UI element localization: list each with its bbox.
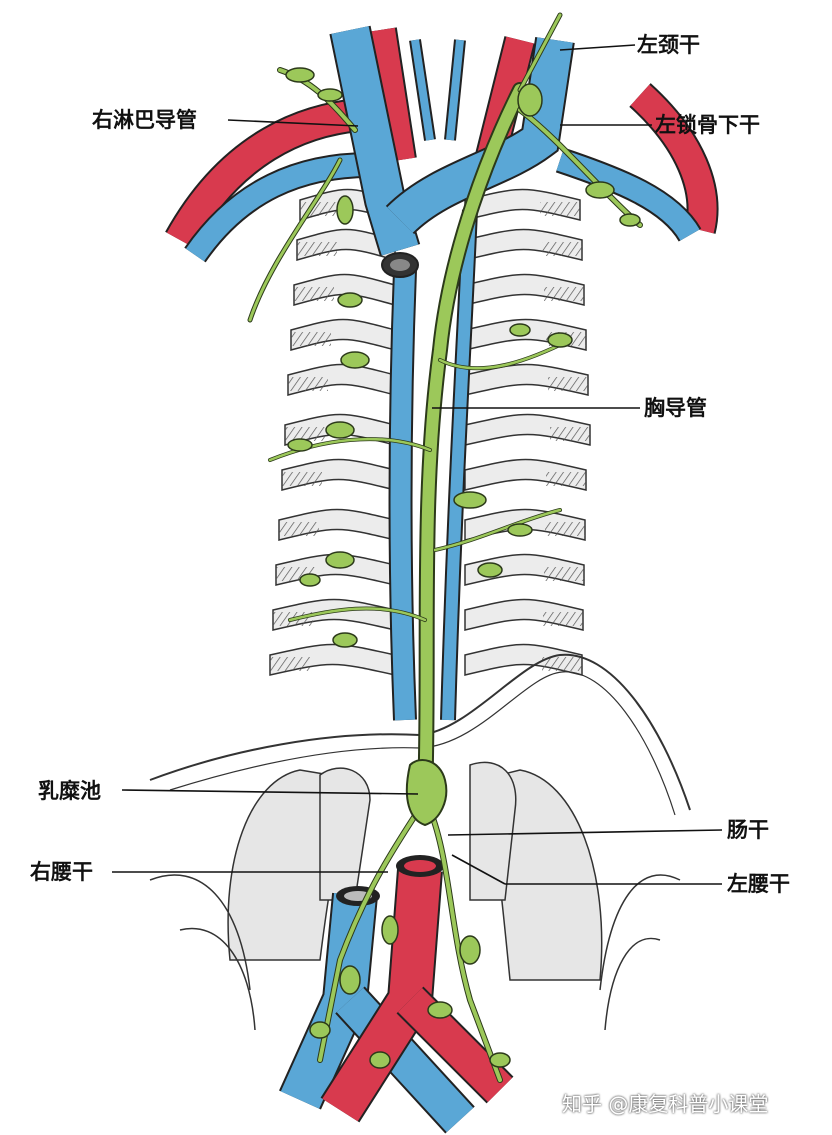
label-left-subclavian-trunk: 左锁骨下干 (655, 113, 760, 137)
rib-cartilage-hatch (294, 287, 334, 301)
lymph-node (547, 332, 573, 348)
lymph-node (339, 965, 361, 995)
lymph-node (585, 181, 615, 199)
rib-cartilage-hatch (285, 427, 325, 441)
diaphragm (149, 653, 691, 811)
rib-cartilage-hatch (548, 377, 588, 391)
lymph-node (369, 1051, 391, 1069)
rib-cartilage-hatch (544, 567, 584, 581)
rib-cartilage-hatch (542, 657, 582, 671)
label-right-lymphatic-duct: 右淋巴导管 (92, 108, 197, 132)
label-left-jugular-trunk: 左颈干 (637, 33, 700, 57)
lymph-node (309, 1021, 331, 1039)
rib-cartilage-hatch (297, 242, 337, 256)
label-left-lumbar-trunk: 左腰干 (727, 872, 790, 896)
rib-cartilage-hatch (540, 202, 580, 216)
leader-left-jugular-trunk (559, 44, 636, 51)
lymph-node (325, 421, 355, 439)
leader-right-lymphatic-duct (227, 119, 359, 127)
rib-cartilage-hatch (279, 522, 319, 536)
lymph-node (381, 915, 399, 945)
lymph-node (477, 562, 503, 578)
rib-cartilage-hatch (542, 242, 582, 256)
lymph-nodes (285, 67, 641, 1069)
lymph-node (619, 213, 641, 227)
label-intestinal-trunk: 肠干 (727, 818, 769, 842)
watermark-author: @康复科普小课堂 (608, 1092, 769, 1116)
lymph-node (340, 351, 370, 369)
rib-cartilage-hatch (282, 472, 322, 486)
watermark: 知乎 @康复科普小课堂 (562, 1088, 768, 1117)
lymph-node (287, 438, 313, 452)
leader-left-lumbar-trunk (451, 854, 506, 885)
rib-cartilage-hatch (546, 472, 586, 486)
rib-cartilage-hatch (545, 522, 585, 536)
watermark-platform: 知乎 (562, 1092, 602, 1116)
label-right-lumbar-trunk: 右腰干 (30, 860, 93, 884)
rib-cartilage-hatch (543, 612, 583, 626)
lymph-node (337, 292, 363, 308)
label-cisterna-chyli: 乳糜池 (38, 779, 101, 803)
leader-lines (112, 44, 723, 885)
rib-cartilage-hatch (550, 427, 590, 441)
lymph-node (427, 1001, 453, 1019)
rib-cartilage-hatch (291, 332, 331, 346)
lymph-node (459, 935, 481, 965)
leader-intestinal-trunk (447, 829, 723, 836)
lymph-node (317, 88, 343, 102)
lymph-node (332, 632, 358, 648)
cisterna-chyli (405, 759, 448, 827)
lymph-node (507, 523, 533, 537)
rib-cage (269, 188, 591, 676)
rib-cartilage-hatch (270, 657, 310, 671)
lymph-node (517, 83, 543, 117)
lymph-node (325, 551, 355, 569)
lymph-node (509, 323, 531, 337)
lymph-node (285, 67, 315, 83)
diaphragm-inner (169, 671, 676, 816)
lymph-node (299, 573, 321, 587)
venous-system (329, 25, 575, 721)
rib-cartilage-hatch (544, 287, 584, 301)
label-thoracic-duct: 胸导管 (644, 396, 707, 420)
lymph-node (453, 491, 487, 509)
leader-cisterna-chyli (121, 789, 419, 795)
rib-cartilage-hatch (288, 377, 328, 391)
psoas-muscles (149, 761, 681, 1031)
lymph-node (489, 1052, 511, 1068)
lymph-node (336, 195, 354, 225)
